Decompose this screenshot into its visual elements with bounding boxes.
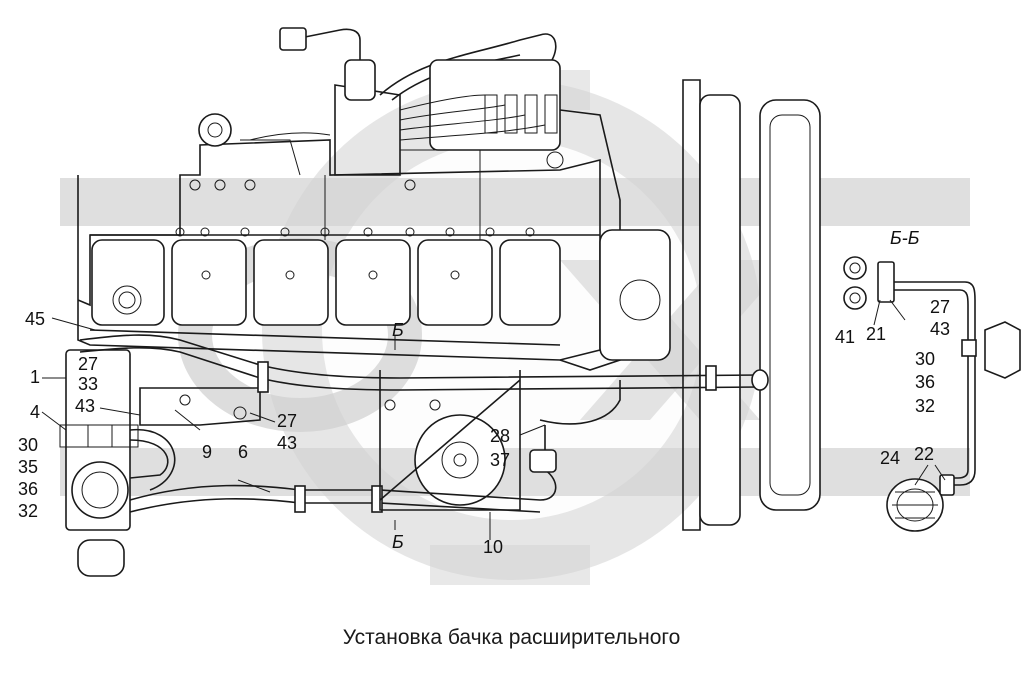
callout-33: 33 [78, 374, 98, 394]
callout-43-left: 43 [75, 396, 95, 416]
callout-37: 37 [490, 450, 510, 470]
callout-10: 10 [483, 537, 503, 557]
callout-22: 22 [914, 444, 934, 464]
leader-lines [41, 299, 946, 540]
callout-45: 45 [25, 309, 45, 329]
callout-9: 9 [202, 442, 212, 462]
callout-6: 6 [238, 442, 248, 462]
callout-43-mid: 43 [277, 433, 297, 453]
callout-35: 35 [18, 457, 38, 477]
callout-30-left: 30 [18, 435, 38, 455]
callout-28: 28 [490, 426, 510, 446]
engine-block [77, 139, 601, 361]
callout-24: 24 [880, 448, 900, 468]
callout-32-left: 32 [18, 501, 38, 521]
callout-32-right: 32 [915, 396, 935, 416]
callout-41: 41 [835, 327, 855, 347]
callout-27-mid: 27 [277, 411, 297, 431]
expansion-tank [59, 349, 176, 577]
section-cut-top: Б [392, 320, 404, 340]
callout-27-left: 27 [78, 354, 98, 374]
fuel-pump [198, 27, 561, 240]
front-accessories [414, 79, 821, 531]
section-detail [843, 256, 1021, 532]
coolant-hoses [79, 334, 769, 513]
callout-1: 1 [30, 367, 40, 387]
callouts: 45 27 33 1 43 4 30 35 36 32 9 27 43 6 28… [18, 228, 950, 557]
callout-27-right: 27 [930, 297, 950, 317]
figure-caption: Установка бачка расширительного [342, 626, 681, 649]
callout-36-left: 36 [18, 479, 38, 499]
callout-4: 4 [30, 402, 40, 422]
callout-43-right: 43 [930, 319, 950, 339]
callout-21: 21 [866, 324, 886, 344]
callout-30-right: 30 [915, 349, 935, 369]
bracket-plate [139, 387, 261, 426]
section-title: Б-Б [890, 228, 920, 248]
section-cut-bottom: Б [392, 532, 404, 552]
callout-36-right: 36 [915, 372, 935, 392]
